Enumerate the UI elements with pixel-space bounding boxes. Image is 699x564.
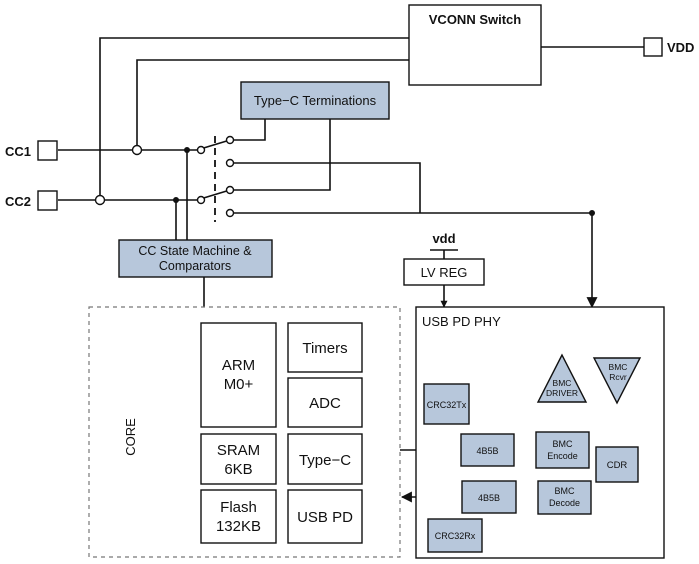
vdd-supply-label: vdd: [432, 231, 455, 246]
bmc-decode-block: BMC Decode: [537, 480, 592, 515]
cc2-pin: CC2: [5, 190, 58, 211]
vdd-pin: VDD: [643, 37, 694, 57]
flash-line2: 132KB: [216, 518, 261, 535]
cdr-block: CDR: [595, 446, 639, 483]
bmc-driver-line2: DRIVER: [546, 388, 578, 398]
vdd-supply: vdd: [432, 231, 455, 246]
cc-state-machine-line1: CC State Machine &: [138, 244, 252, 258]
adc-label: ADC: [309, 395, 341, 412]
cdr-label: CDR: [607, 460, 628, 471]
vdd-pin-label: VDD: [667, 40, 694, 55]
bmc-encode-line2: Encode: [547, 451, 578, 461]
timers-label: Timers: [302, 340, 347, 357]
bmc-rcvr-line1: BMC: [609, 362, 628, 372]
arm-line1: ARM: [222, 357, 255, 374]
lv-reg-block: LV REG: [403, 258, 485, 286]
vconn-switch-box: VCONN Switch: [408, 4, 542, 86]
timers-block: Timers: [287, 322, 363, 373]
typec-terminations-block: Type−C Terminations: [240, 81, 390, 120]
typec-terminations-label: Type−C Terminations: [254, 93, 377, 108]
bmc-driver-line1: BMC: [553, 378, 572, 388]
crc32rx-label: CRC32Rx: [435, 531, 476, 541]
usbpd-label: USB PD: [297, 509, 353, 526]
arm-m0-block: ARM M0+: [200, 322, 277, 428]
bmc-rcvr-block: BMC Rcvr: [592, 357, 642, 405]
usb-pd-phy-region: USB PD PHY CRC32Tx 4B5B BMC Encode BMC D…: [415, 306, 665, 559]
typec-block: Type−C: [287, 433, 363, 485]
cc-state-machine-block: CC State Machine & Comparators: [118, 239, 273, 278]
encode-4b5b-block: 4B5B: [460, 433, 515, 467]
flash-line1: Flash: [220, 499, 257, 516]
bmc-rcvr-line2: Rcvr: [609, 372, 627, 382]
adc-block: ADC: [287, 377, 363, 428]
sram-line1: SRAM: [217, 442, 260, 459]
usb-pd-phy-title: USB PD PHY: [422, 314, 501, 329]
bmc-decode-line2: Decode: [549, 498, 580, 508]
junction-dots: [173, 147, 595, 216]
core-region: CORE ARM M0+ Timers ADC SRAM 6KB Type−C …: [88, 306, 401, 558]
vconn-switch-label: VCONN Switch: [429, 12, 522, 27]
crossover-markers: [94, 144, 143, 206]
sram-line2: 6KB: [224, 461, 252, 478]
cc2-pin-label: CC2: [5, 194, 31, 209]
crc32tx-block: CRC32Tx: [423, 383, 470, 425]
encode-4b5b-label: 4B5B: [476, 446, 498, 456]
bmc-decode-line1: BMC: [555, 486, 576, 496]
bmc-encode-line1: BMC: [553, 439, 574, 449]
bmc-encode-block: BMC Encode: [535, 431, 590, 469]
usbpd-block: USB PD: [287, 489, 363, 544]
cc-state-machine-line2: Comparators: [159, 259, 231, 273]
lv-reg-label: LV REG: [421, 265, 468, 280]
crc32tx-label: CRC32Tx: [427, 400, 467, 410]
core-label: CORE: [123, 418, 138, 456]
bmc-driver-block: BMC DRIVER: [536, 353, 588, 403]
flash-block: Flash 132KB: [200, 489, 277, 544]
cc1-pin-label: CC1: [5, 144, 31, 159]
arm-line2: M0+: [224, 376, 254, 393]
crc32rx-block: CRC32Rx: [427, 518, 483, 553]
sram-block: SRAM 6KB: [200, 433, 277, 485]
cc1-pin: CC1: [5, 140, 58, 161]
decode-4b5b-block: 4B5B: [461, 480, 517, 514]
decode-4b5b-label: 4B5B: [478, 493, 500, 503]
typec-label: Type−C: [299, 452, 351, 469]
